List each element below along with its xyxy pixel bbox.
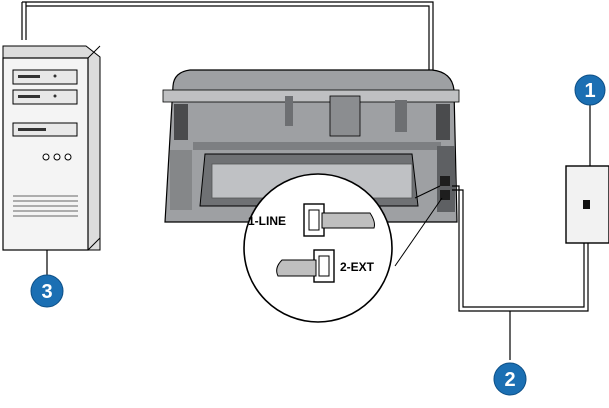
- computer-tower-icon: [2, 45, 101, 251]
- line-port-label: 1-LINE: [248, 214, 286, 228]
- callout-leaders: [46, 105, 591, 360]
- telephone-wall-jack-icon: [565, 165, 609, 244]
- line-port: [303, 203, 375, 237]
- ext-port-label: 2-EXT: [340, 260, 375, 274]
- callout-3-number: 3: [41, 281, 52, 303]
- port-inset: 1-LINE 2-EXT: [243, 173, 443, 323]
- callout-3: 3: [30, 274, 64, 308]
- callout-1-number: 1: [584, 80, 595, 102]
- callout-2-number: 2: [504, 369, 515, 391]
- phone-cord: [452, 185, 589, 312]
- callout-1: 1: [574, 74, 606, 106]
- printer-fax-icon: [162, 69, 460, 223]
- callout-2: 2: [493, 362, 527, 396]
- ext-port: [276, 249, 335, 283]
